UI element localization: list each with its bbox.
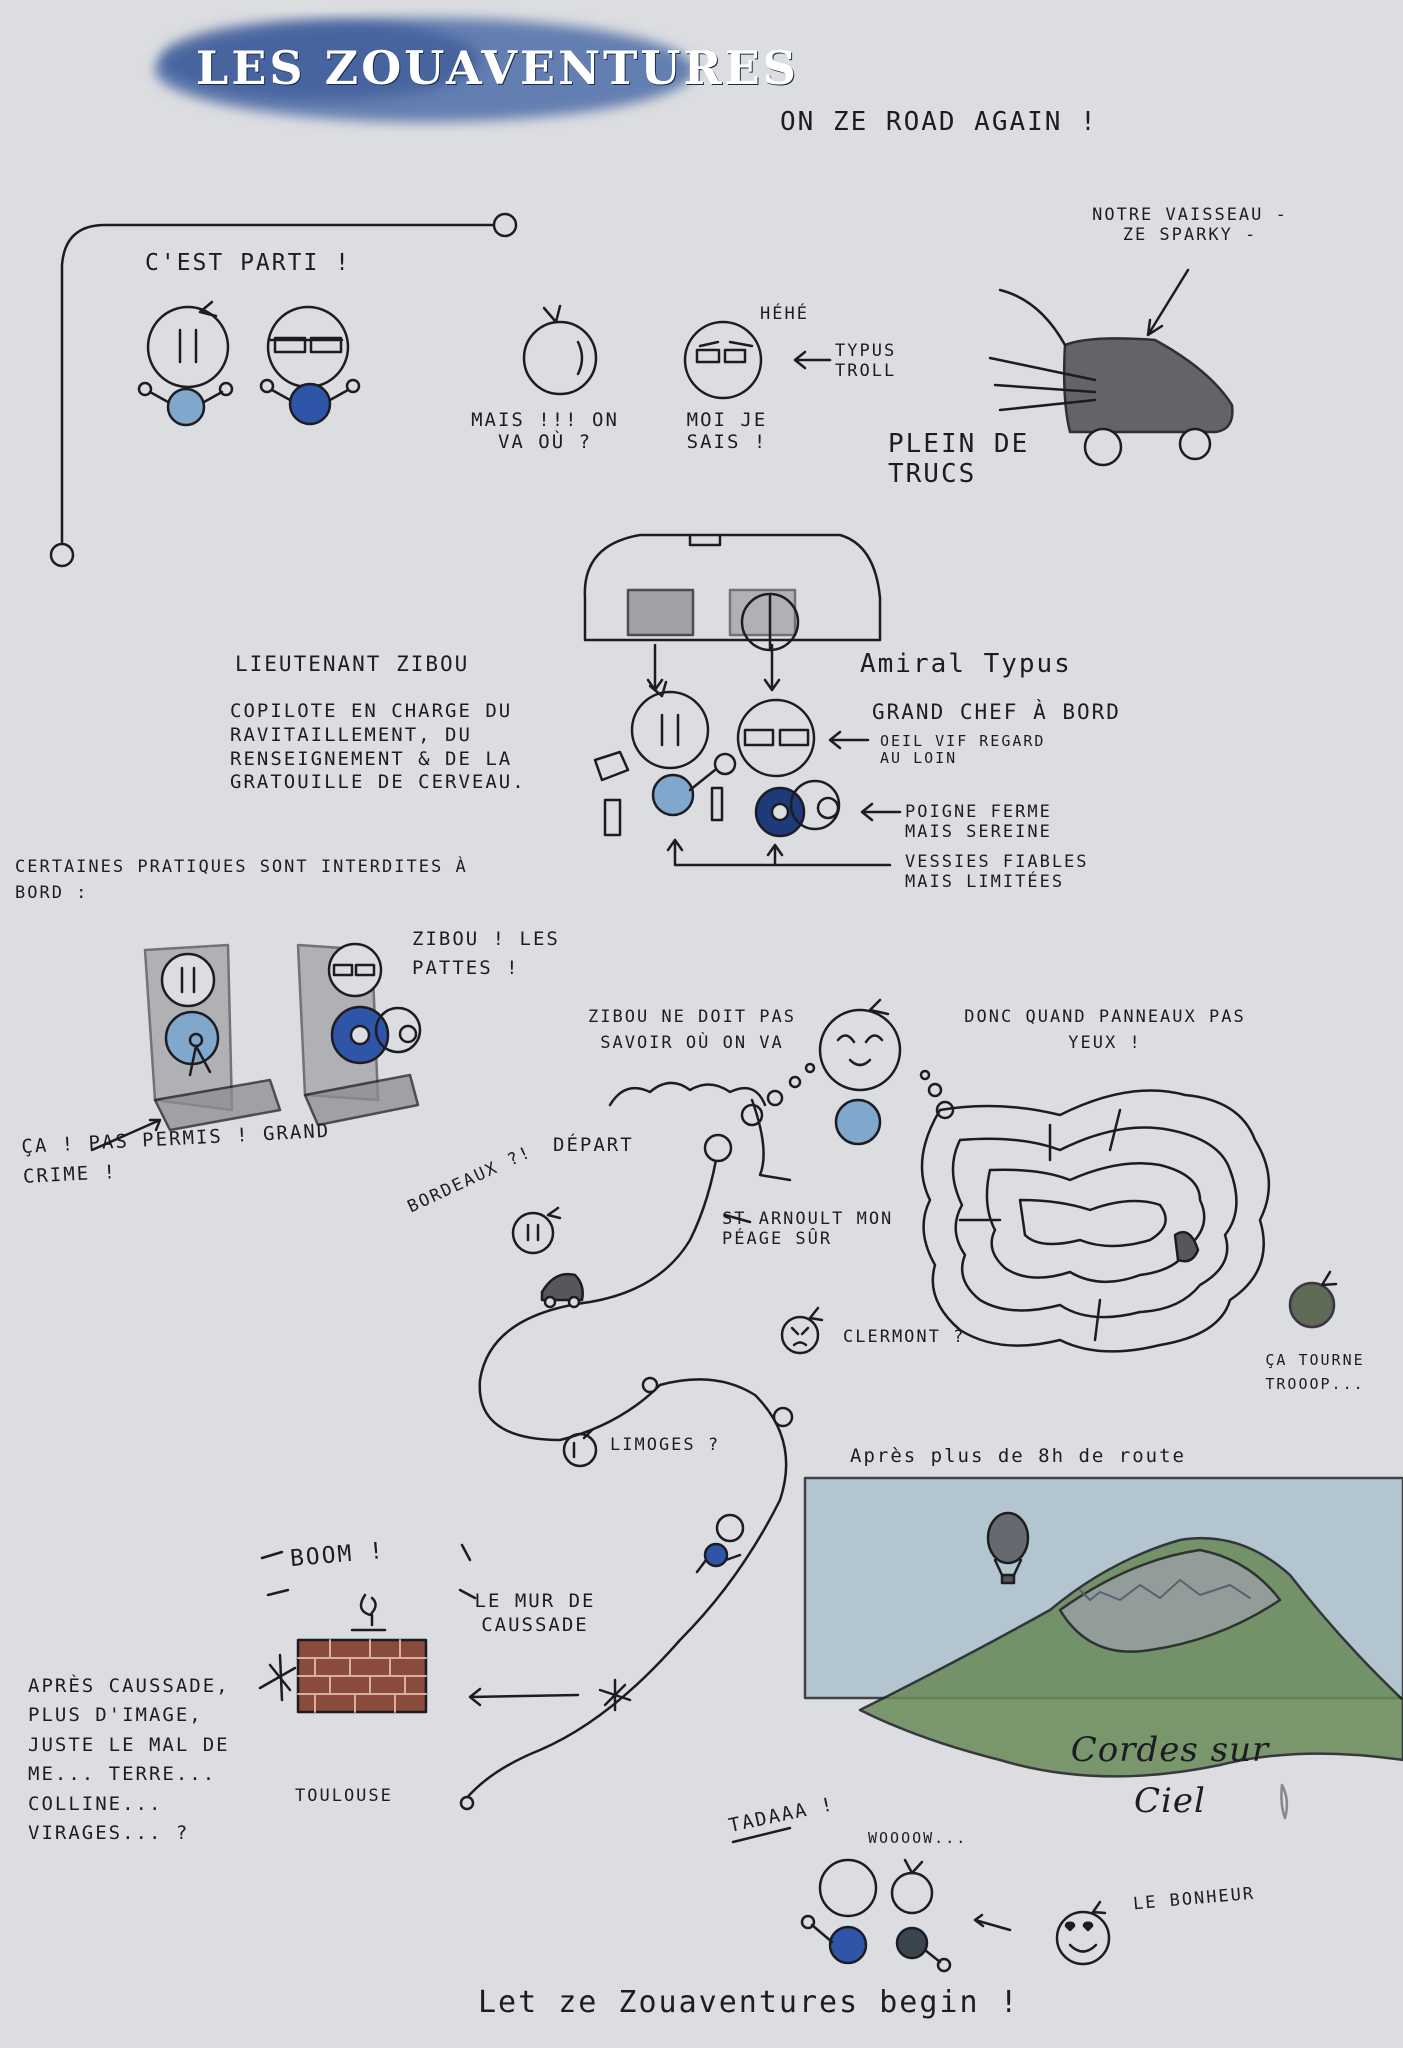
after-caussade-text: Après Caussade, plus d'image, juste le m… [28, 1675, 230, 1845]
route-character [695, 1513, 745, 1574]
cabin-zibou [593, 680, 737, 837]
trucs-text: Plein de trucs [888, 429, 1030, 489]
clermont-label: Clermont ? [843, 1327, 966, 1347]
typus-description: Grand chef à bord [872, 700, 1121, 724]
crime-arrow [90, 1118, 162, 1152]
question-text: Mais !!! on va où ? [471, 409, 619, 453]
clermont-head [780, 1306, 824, 1355]
happy-face-icon [1055, 1900, 1111, 1966]
depart-label: Départ [553, 1134, 634, 1156]
final-characters [800, 1858, 952, 1973]
start-text: C'est parti ! [145, 250, 352, 276]
title-wash [155, 18, 695, 122]
zibou-title: Lieutenant Zibou [235, 652, 470, 676]
bladder-arrow [666, 838, 892, 867]
scold-text: Zibou ! les pattes ! [412, 928, 560, 979]
zibou-description: Copilote en charge du ravitaillement, du… [230, 700, 526, 794]
limoges-label: Limoges ? [610, 1435, 721, 1455]
troll-head [683, 320, 763, 400]
troll-arrow [793, 350, 832, 370]
wall-arrow [468, 1687, 580, 1707]
subtitle: On ze road again ! [780, 107, 1098, 137]
confused-head [522, 304, 598, 396]
cordes-label: Cordes sur Ciel [1070, 1730, 1270, 1821]
closing-text: Let ze Zouaventures begin ! [478, 1985, 1020, 2020]
cabin-windshield [583, 533, 882, 692]
spin-text: Ça tourne trooop... [1265, 1351, 1365, 1393]
grip-text: Poigne ferme mais sereine [905, 802, 1052, 842]
page-title: Les Zouaventures [196, 41, 799, 95]
eye-arrow [828, 730, 870, 750]
zibou-character [137, 300, 234, 427]
tadaaa-underline [731, 1826, 792, 1844]
forbidden-seat-zibou [143, 943, 282, 1132]
map-signs-text: Donc quand panneaux pas yeux ! [964, 1007, 1246, 1054]
route-line [463, 1146, 788, 1802]
bladder-text: Vessies fiables mais limitées [905, 852, 1089, 892]
map-no-know-text: Zibou ne doit pas savoir où on va [588, 1007, 796, 1054]
crash-mark [598, 1678, 632, 1712]
thought-cloud [608, 1081, 767, 1107]
after-8h-text: Après plus de 8h de route [850, 1445, 1186, 1467]
typus-title: Amiral Typus [860, 649, 1072, 679]
vessel-text: Notre vaisseau - ze Sparky - [1092, 205, 1288, 245]
sparky-car-icon [988, 268, 1234, 467]
typus-character [259, 305, 361, 426]
dizzy-head [1288, 1270, 1338, 1329]
wooow-text: Woooow... [868, 1829, 968, 1847]
eye-text: Oeil vif regard au loin [880, 732, 1046, 768]
caussade-wall [258, 1543, 477, 1714]
toulouse-label: Toulouse [295, 1786, 393, 1806]
troll-text: Typus troll [835, 341, 897, 381]
wall-label: Le mur de Caussade [474, 1590, 596, 1636]
cabin-typus [736, 698, 841, 838]
moi-text: Moi je sais ! [686, 409, 768, 453]
happy-arrow [973, 1913, 1012, 1932]
bordeaux-head [511, 1206, 562, 1255]
grip-arrow [860, 802, 902, 822]
forbidden-seat-typus [296, 942, 422, 1127]
cordes-painting [803, 1476, 1403, 1820]
crying-head [818, 998, 902, 1146]
maze [920, 1089, 1271, 1353]
limoges-head [562, 1428, 598, 1468]
route-car-icon [540, 1272, 584, 1302]
hehe-text: Héhé [760, 304, 809, 324]
start-bracket-line [60, 223, 507, 547]
st-arnoult-label: St Arnoult mon péage sûr [722, 1209, 894, 1249]
forbidden-intro: Certaines pratiques sont interdites à bo… [15, 857, 468, 903]
